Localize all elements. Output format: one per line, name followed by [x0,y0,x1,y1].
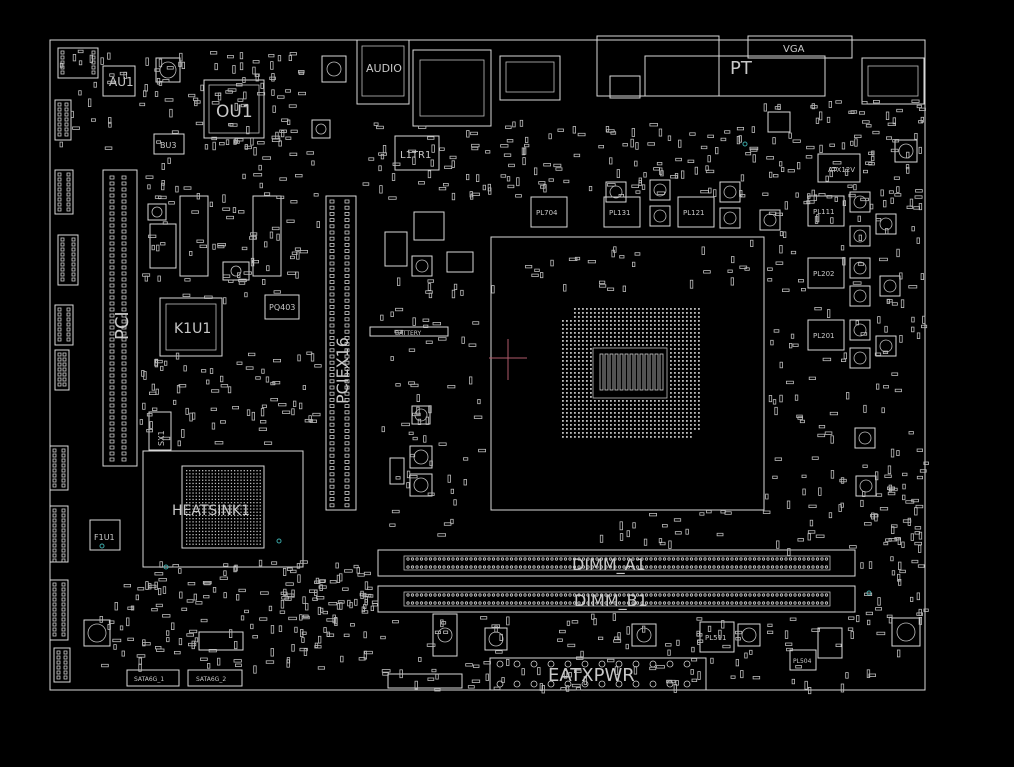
svg-text:SATA6G_1: SATA6G_1 [134,676,164,683]
svg-text:PL504: PL504 [793,658,812,665]
pl704-inductor: PL704 [530,196,568,228]
pciex16-slot: PCIEX16 [325,195,357,511]
dimm-a1-slot: DIMM_A1 [377,549,856,577]
svg-text:K1U1: K1U1 [174,321,211,337]
pl504-inductor: PL504 [789,649,817,671]
svg-text:PCI: PCI [112,311,133,340]
svg-text:PL511: PL511 [705,634,726,642]
f1u1-chip: F1U1 [89,519,121,551]
dimm-b1-slot: DIMM_B1 [377,585,856,613]
atx12v-connector: ATX12V [817,153,861,183]
svg-text:L1TR1: L1TR1 [400,150,431,161]
svg-text:EATXPWR: EATXPWR [548,665,635,686]
svg-text:PL202: PL202 [813,270,834,278]
svg-text:PL111: PL111 [813,208,834,216]
pl511-inductor: PL511 [699,621,735,653]
pch-heatsink: HEATSINK1 [142,450,304,568]
cpu-socket [490,236,765,511]
svg-text:PQ403: PQ403 [269,303,295,312]
audio-connector: AUDIO [356,39,410,105]
svg-text:PCIEX16: PCIEX16 [333,337,352,404]
svg-text:PL704: PL704 [536,209,558,217]
lan-connector [412,49,492,127]
dvi-port [861,57,925,105]
pq403-mosfet: PQ403 [264,294,300,320]
svg-text:ATX12V: ATX12V [828,166,855,174]
svg-text:SATA6G_2: SATA6G_2 [196,676,226,683]
svg-text:PL201: PL201 [813,332,834,340]
pci-slot: PCI [102,169,138,467]
l1tr1-transformer: L1TR1 [394,135,440,171]
svg-text:DIMM_B1: DIMM_B1 [574,591,648,611]
pt-connector: PT [596,35,826,97]
svg-text:SX1: SX1 [157,430,166,446]
k1u1-chip: K1U1 [159,297,223,357]
sx1-chip: SX1 [148,411,172,451]
pl201-inductor: PL201 [807,319,845,351]
pl121-inductor: PL121 [677,196,715,228]
board-outline [49,39,926,691]
svg-text:AUDIO: AUDIO [366,62,402,75]
svg-text:BU3: BU3 [160,141,176,150]
svg-text:PT: PT [730,58,753,79]
svg-text:BATTERY: BATTERY [395,330,422,337]
usb-connector [499,55,561,101]
svg-text:OU1: OU1 [216,102,253,122]
bu3-chip: BU3 [153,133,185,155]
left-edge-headers [49,47,99,683]
svg-text:HEATSINK1: HEATSINK1 [172,503,250,519]
crosshair-marker [489,339,527,380]
sata-connector-1: SATA6G_1 [126,669,180,687]
battery-holder: BATTERY [369,326,449,337]
pl111-inductor: PL111 [807,195,845,227]
eatxpwr-connector: EATXPWR [489,657,707,691]
sata-connector-2: SATA6G_2 [187,669,243,687]
svg-text:PL131: PL131 [609,209,630,217]
svg-text:VGA: VGA [783,44,805,55]
svg-text:F1U1: F1U1 [94,533,115,542]
au1-chip: AU1 [102,65,136,97]
svg-text:AU1: AU1 [109,75,134,89]
pl202-inductor: PL202 [807,257,845,289]
svg-text:PL121: PL121 [683,209,704,217]
svg-text:DIMM_A1: DIMM_A1 [572,555,646,575]
vga-connector: VGA [747,35,853,59]
